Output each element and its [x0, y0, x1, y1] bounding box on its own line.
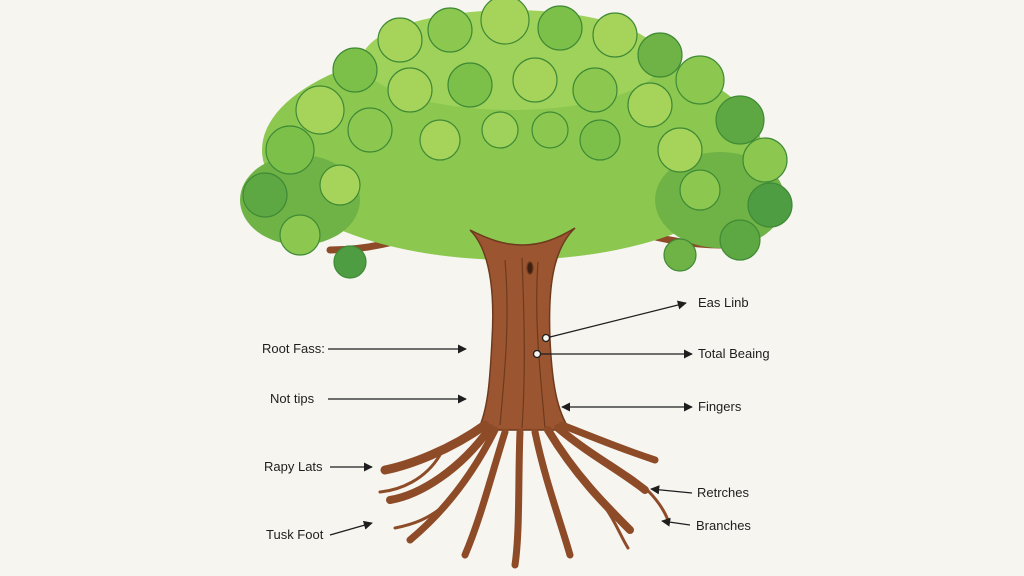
trunk — [469, 227, 576, 431]
annotation-arrows — [328, 300, 693, 536]
label-eas-linb: Eas Linb — [698, 295, 749, 310]
canopy — [240, 0, 793, 279]
label-branches: Branches — [696, 518, 751, 533]
label-not-tips: Not tips — [270, 391, 315, 406]
roots — [378, 420, 670, 569]
annotation-labels: Root Fass: Not tips Rapy Lats Tusk Foot … — [262, 295, 770, 542]
bark-texture — [499, 257, 546, 429]
label-retrches: Retrches — [697, 485, 750, 500]
label-rapy-lats: Rapy Lats — [264, 459, 323, 474]
label-tusk-foot: Tusk Foot — [266, 527, 324, 542]
label-total-beaing: Total Beaing — [698, 346, 770, 361]
label-root-fass: Root Fass: — [262, 341, 325, 356]
label-fingers: Fingers — [698, 399, 742, 414]
